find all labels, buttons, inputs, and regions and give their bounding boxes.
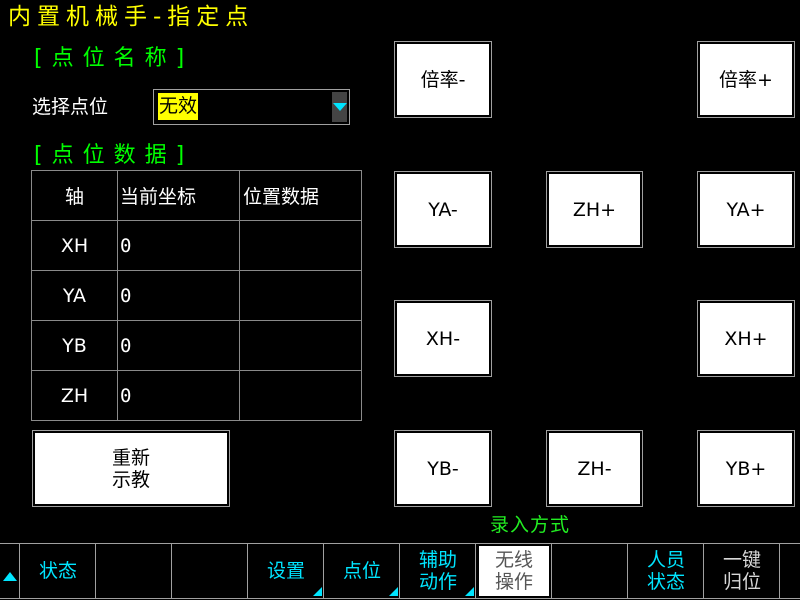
position-data-cell[interactable] (239, 320, 362, 371)
submenu-corner-icon (389, 587, 398, 596)
column-header-position: 位置数据 (239, 170, 362, 221)
retrain-button[interactable]: 重新 示教 (32, 430, 230, 507)
position-data-cell[interactable] (239, 220, 362, 271)
xh-minus-button[interactable]: XH- (394, 300, 492, 377)
point-data-table: 轴 当前坐标 位置数据 XH 0 YA 0 YB 0 ZH 0 (31, 170, 362, 421)
submenu-corner-icon (313, 587, 322, 596)
nav-status[interactable]: 状态 (19, 544, 96, 598)
nav-points[interactable]: 点位 (323, 544, 400, 598)
nav-settings[interactable]: 设置 (247, 544, 324, 598)
retrain-label-line2: 示教 (111, 468, 150, 491)
nav-aux-action-line1: 辅助 (418, 549, 457, 571)
nav-wireless-op[interactable]: 无线 操作 (479, 546, 549, 596)
current-coord-cell: 0 (117, 270, 240, 321)
page-down-area[interactable] (779, 544, 800, 598)
ya-plus-button[interactable]: YA+ (697, 171, 795, 248)
table-row: YB 0 (31, 320, 362, 371)
page-title: 内置机械手-指定点 (8, 4, 255, 30)
ya-minus-button[interactable]: YA- (394, 171, 492, 248)
current-coord-cell: 0 (117, 320, 240, 371)
current-coord-cell: 0 (117, 370, 240, 421)
nav-aux-action[interactable]: 辅助 动作 (399, 544, 476, 598)
point-select-value: 无效 (158, 93, 199, 120)
bottom-nav-bar: 状态 设置 点位 辅助 动作 无线 操作 人员 状态 一键 归 (0, 543, 800, 599)
point-select-dropdown[interactable]: 无效 (153, 89, 350, 125)
nav-wireless-op-line1: 无线 (494, 549, 533, 571)
point-name-section-label: [点位名称] (34, 46, 194, 71)
rate-plus-button[interactable]: 倍率+ (697, 41, 795, 118)
xh-plus-button[interactable]: XH+ (697, 300, 795, 377)
page-up-button[interactable] (0, 544, 20, 598)
nav-staff-status[interactable]: 人员 状态 (627, 544, 704, 598)
nav-empty-1[interactable] (95, 544, 172, 598)
nav-wireless-op-line2: 操作 (494, 571, 533, 593)
yb-plus-button[interactable]: YB+ (697, 430, 795, 507)
nav-one-key-home-line2: 归位 (722, 571, 761, 593)
nav-one-key-home[interactable]: 一键 归位 (703, 544, 780, 598)
nav-settings-label: 设置 (266, 560, 305, 582)
nav-wireless-op-cell: 无线 操作 (475, 544, 552, 598)
table-row: YA 0 (31, 270, 362, 321)
nav-status-label: 状态 (38, 560, 77, 582)
retrain-label-line1: 重新 (111, 446, 150, 469)
chevron-down-icon[interactable] (332, 92, 347, 122)
nav-one-key-home-line1: 一键 (722, 549, 761, 571)
nav-aux-action-line2: 动作 (418, 571, 457, 593)
axis-cell: YB (31, 320, 118, 371)
current-coord-cell: 0 (117, 220, 240, 271)
position-data-cell[interactable] (239, 370, 362, 421)
arrow-up-icon (3, 571, 17, 581)
table-header-row: 轴 当前坐标 位置数据 (31, 170, 362, 221)
select-point-label: 选择点位 (32, 96, 109, 118)
table-row: ZH 0 (31, 370, 362, 421)
axis-cell: XH (31, 220, 118, 271)
column-header-axis: 轴 (31, 170, 118, 221)
zh-plus-button[interactable]: ZH+ (546, 171, 643, 248)
nav-staff-status-line1: 人员 (646, 549, 685, 571)
table-row: XH 0 (31, 220, 362, 271)
submenu-corner-icon (465, 587, 474, 596)
point-data-section-label: [点位数据] (34, 143, 194, 168)
rate-minus-button[interactable]: 倍率- (394, 41, 492, 118)
yb-minus-button[interactable]: YB- (394, 430, 492, 507)
nav-points-label: 点位 (342, 560, 381, 582)
nav-empty-2[interactable] (171, 544, 248, 598)
nav-empty-3[interactable] (551, 544, 628, 598)
column-header-current: 当前坐标 (117, 170, 240, 221)
axis-cell: YA (31, 270, 118, 321)
axis-cell: ZH (31, 370, 118, 421)
nav-staff-status-line2: 状态 (646, 571, 685, 593)
input-mode-label: 录入方式 (490, 514, 571, 536)
position-data-cell[interactable] (239, 270, 362, 321)
zh-minus-button[interactable]: ZH- (546, 430, 643, 507)
